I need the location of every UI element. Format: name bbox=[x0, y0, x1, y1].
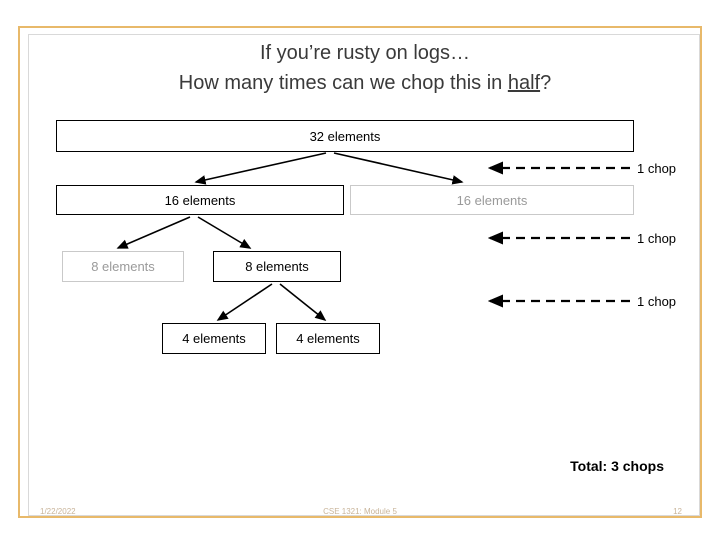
footer-course-module: CSE 1321: Module 5 bbox=[323, 507, 397, 516]
footer-date: 1/22/2022 bbox=[40, 507, 76, 516]
title-line-1: If you’re rusty on logs… bbox=[259, 42, 471, 64]
chop-label-3: 1 chop bbox=[637, 294, 677, 309]
title-line-2: How many times can we chop this in half? bbox=[40, 68, 690, 98]
total-chops-label: Total: 3 chops bbox=[570, 458, 664, 474]
node-4-elements-right: 4 elements bbox=[276, 323, 380, 354]
node-16-elements-right: 16 elements bbox=[350, 185, 634, 215]
node-8-elements-right: 8 elements bbox=[213, 251, 341, 282]
node-32-elements: 32 elements bbox=[56, 120, 634, 152]
footer-page-number: 12 bbox=[673, 507, 682, 516]
chop-label-2: 1 chop bbox=[637, 231, 677, 246]
node-16-elements-left: 16 elements bbox=[56, 185, 344, 215]
node-4-elements-left: 4 elements bbox=[162, 323, 266, 354]
title-line-2-prefix: How many times can we chop this in bbox=[178, 72, 508, 94]
chop-label-1: 1 chop bbox=[637, 161, 677, 176]
page-title: If you’re rusty on logs… How many times … bbox=[40, 38, 690, 98]
node-8-elements-left: 8 elements bbox=[62, 251, 184, 282]
title-line-2-underlined: half bbox=[507, 72, 541, 94]
title-line-2-suffix: ? bbox=[540, 72, 552, 94]
